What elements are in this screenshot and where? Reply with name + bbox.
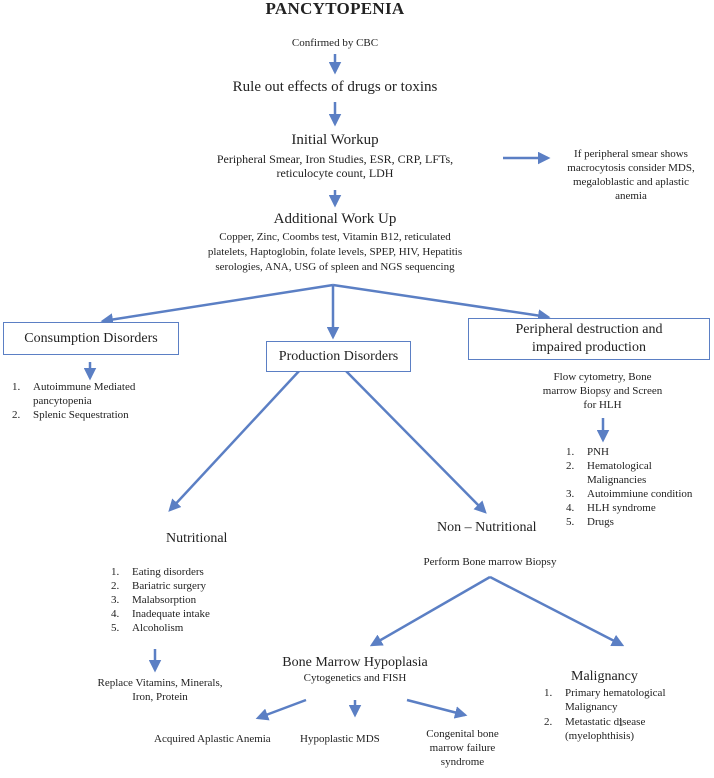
- list-item: 5.Drugs: [566, 516, 614, 528]
- hypoplasia-sub: Cytogenetics and FISH: [303, 672, 407, 684]
- additional-workup-line: Copper, Zinc, Coombs test, Vitamin B12, …: [219, 231, 451, 243]
- rule-out-drugs-toxins: Rule out effects of drugs or toxins: [232, 79, 438, 95]
- page-number: 1: [618, 717, 624, 729]
- arrow-biopsy-to-malignancy: [489, 575, 625, 647]
- arrow-biopsy-to-hypoplasia: [369, 575, 491, 647]
- peripheral-line: Peripheral destruction and: [515, 322, 663, 337]
- arrow-hypoplasia-to-acquired: [255, 698, 307, 721]
- replace-nutrients-line: Iron, Protein: [132, 691, 188, 703]
- additional-workup-line: serologies, ANA, USG of spleen and NGS s…: [215, 261, 455, 273]
- replace-nutrients-line: Replace Vitamins, Minerals,: [97, 677, 223, 689]
- list-item: 2.Metastatic disease (myelophthisis): [544, 716, 646, 742]
- smear-note-line: megaloblastic and aplastic: [572, 176, 690, 188]
- consumption-list: 1.Autoimmune Mediated pancytopenia 2.Spl…: [12, 380, 135, 422]
- arrow-hypoplasia-to-congenital: [406, 698, 468, 719]
- page-title: PANCYTOPENIA: [265, 0, 405, 18]
- peripheral-workup-line: Flow cytometry, Bone: [553, 371, 652, 383]
- peripheral-destruction-box: Peripheral destruction and impaired prod…: [468, 318, 710, 360]
- hypoplastic-mds: Hypoplastic MDS: [300, 733, 380, 745]
- non-nutritional-heading: Non – Nutritional: [437, 520, 537, 535]
- peripheral-line: impaired production: [532, 340, 646, 355]
- production-disorders-label: Production Disorders: [278, 349, 399, 364]
- consumption-disorders-label: Consumption Disorders: [24, 331, 158, 346]
- congenital-line: Congenital bone: [426, 728, 499, 740]
- initial-workup-line: Peripheral Smear, Iron Studies, ESR, CRP…: [216, 152, 454, 166]
- list-item: 2.Hematological Malignancies: [566, 460, 652, 486]
- initial-workup-line: reticulocyte count, LDH: [276, 166, 394, 180]
- arrow-to-consumption: [100, 283, 334, 326]
- production-disorders-box: Production Disorders: [266, 341, 411, 372]
- list-item: 3.Malabsorption: [111, 594, 197, 606]
- peripheral-list: 1.PNH 2.Hematological Malignancies 3.Aut…: [566, 445, 692, 529]
- malignancy-list: 1.Primary hematological Malignancy 2.Met…: [544, 686, 666, 743]
- arrow-to-peripheral: [332, 283, 551, 322]
- list-item: 1.Autoimmune Mediated pancytopenia: [12, 381, 136, 407]
- list-item: 4.HLH syndrome: [566, 502, 656, 514]
- list-item: 1.Primary hematological Malignancy: [544, 687, 666, 713]
- list-item: 5.Alcoholism: [111, 622, 184, 634]
- additional-workup-line: platelets, Haptoglobin, folate levels, S…: [207, 246, 463, 258]
- hypoplasia-heading: Bone Marrow Hypoplasia: [282, 655, 428, 670]
- peripheral-workup-line: for HLH: [583, 399, 622, 411]
- additional-workup-heading: Additional Work Up: [273, 211, 397, 227]
- list-item: 1.PNH: [566, 446, 610, 458]
- acquired-aplastic-anemia: Acquired Aplastic Anemia: [154, 733, 271, 745]
- list-item: 3.Autoimmiune condition: [566, 488, 693, 500]
- smear-note-line: anemia: [615, 190, 647, 202]
- smear-note-line: If peripheral smear shows: [574, 148, 688, 160]
- list-item: 2.Bariatric surgery: [111, 580, 207, 592]
- peripheral-workup-line: marrow Biopsy and Screen: [542, 385, 663, 397]
- bone-marrow-biopsy: Perform Bone marrow Biopsy: [423, 556, 557, 568]
- nutritional-heading: Nutritional: [166, 531, 228, 546]
- list-item: 1.Eating disorders: [111, 566, 204, 578]
- malignancy-heading: Malignancy: [571, 669, 638, 684]
- arrow-production-to-non-nutritional: [344, 369, 487, 514]
- nutritional-list: 1.Eating disorders 2.Bariatric surgery 3…: [111, 565, 210, 635]
- congenital-line: syndrome: [440, 756, 485, 768]
- arrow-production-to-nutritional: [168, 369, 301, 512]
- list-item: 2.Splenic Sequestration: [12, 409, 129, 421]
- consumption-disorders-box: Consumption Disorders: [3, 322, 179, 355]
- initial-workup-heading: Initial Workup: [291, 132, 379, 148]
- list-item: 4.Inadequate intake: [111, 608, 210, 620]
- congenital-line: marrow failure: [429, 742, 496, 754]
- smear-note-line: macrocytosis consider MDS,: [567, 162, 695, 174]
- confirmed-by-cbc: Confirmed by CBC: [291, 37, 379, 49]
